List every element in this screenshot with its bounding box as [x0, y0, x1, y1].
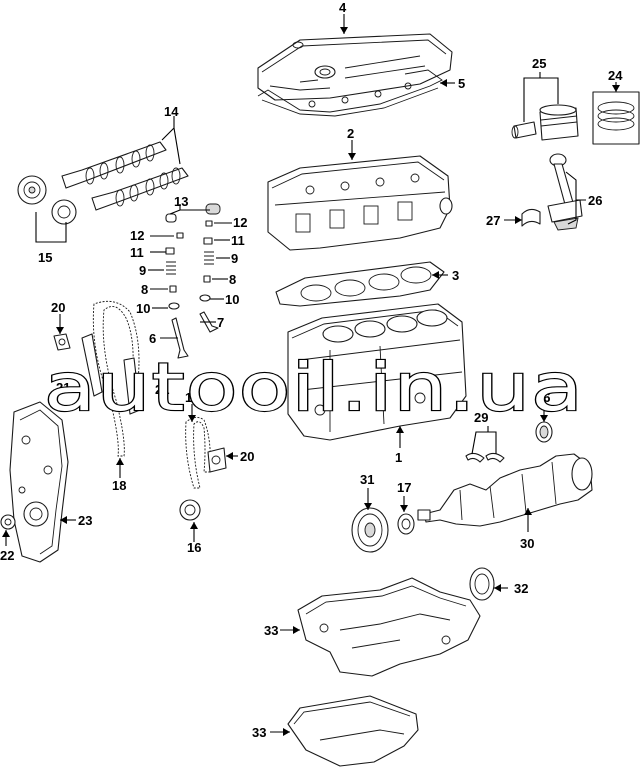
callout-24: 24	[608, 68, 623, 83]
callout-32: 32	[514, 581, 528, 596]
front-seal	[0, 514, 16, 530]
callout-31: 31	[360, 472, 374, 487]
oil-pan-upper	[297, 577, 481, 677]
callout-27: 27	[486, 213, 500, 228]
thrust-washers	[465, 452, 505, 463]
piston-rings	[592, 91, 640, 145]
timing-chain	[92, 300, 140, 457]
callout-7: 7	[217, 315, 224, 330]
callout-12-left: 12	[130, 228, 144, 243]
callout-16: 16	[187, 540, 201, 555]
callout-8-left: 8	[141, 282, 148, 297]
timing-cover	[9, 401, 69, 563]
callout-30: 30	[520, 536, 534, 551]
rod-bearing	[521, 208, 541, 227]
engine-block	[287, 303, 467, 441]
callout-18: 18	[112, 478, 126, 493]
chain-guides	[81, 333, 141, 415]
callout-1: 1	[395, 450, 402, 465]
callout-11-left: 11	[130, 245, 144, 260]
callout-8-right: 8	[229, 272, 236, 287]
callout-3: 3	[452, 268, 459, 283]
callout-9-left: 9	[139, 263, 146, 278]
oil-pan-lower	[287, 695, 419, 767]
callout-13: 13	[174, 194, 188, 209]
callout-29: 29	[474, 410, 488, 425]
callout-12-right: 12	[233, 215, 247, 230]
callout-25: 25	[532, 56, 546, 71]
callout-19: 19	[185, 390, 199, 405]
callout-numbers: 4 5 2 3 1 14 15 13 12 12 11 11 9 9 8 8 1…	[0, 0, 623, 740]
chain-tensioner-upper	[53, 333, 71, 351]
callout-17: 17	[397, 480, 411, 495]
crankshaft	[417, 453, 593, 527]
callout-22: 22	[0, 548, 14, 563]
callout-10-right: 10	[225, 292, 239, 307]
connecting-rod	[547, 153, 583, 231]
callout-23: 23	[78, 513, 92, 528]
piston-and-pin	[511, 104, 579, 141]
callout-33-lower: 33	[252, 725, 266, 740]
callout-21-left: 21	[56, 380, 70, 395]
crank-pulley	[351, 507, 389, 553]
callout-15: 15	[38, 250, 52, 265]
callout-5: 5	[458, 76, 465, 91]
callout-20-lower: 20	[240, 449, 254, 464]
callout-11-right: 11	[231, 233, 245, 248]
callout-9-right: 9	[231, 251, 238, 266]
callout-4: 4	[339, 0, 347, 15]
rear-seal	[469, 567, 495, 601]
callout-14: 14	[164, 104, 179, 119]
watermark-text: autooil.in.ua	[44, 349, 584, 426]
callout-6: 6	[149, 331, 156, 346]
camshafts	[61, 141, 189, 211]
head-gasket	[275, 261, 445, 307]
oil-pump-sprocket	[179, 499, 201, 521]
oil-pump-chain	[185, 417, 211, 489]
arrowheads	[2, 27, 620, 736]
cam-sprockets	[17, 175, 77, 225]
callout-26: 26	[588, 193, 602, 208]
callout-20-upper: 20	[51, 300, 65, 315]
chain-tensioner-lower	[207, 447, 227, 473]
callout-21-right: 21	[155, 382, 169, 397]
crank-sprocket	[397, 513, 415, 535]
cylinder-head	[267, 155, 453, 251]
valve-cover-gasket	[257, 69, 443, 117]
valve-train-parts	[165, 203, 221, 359]
valve-cover	[257, 33, 453, 101]
callout-10-left: 10	[136, 301, 150, 316]
main-bearing	[535, 421, 553, 443]
callout-26-lower: 26	[536, 390, 550, 405]
callout-33-upper: 33	[264, 623, 278, 638]
callout-2: 2	[347, 126, 354, 141]
